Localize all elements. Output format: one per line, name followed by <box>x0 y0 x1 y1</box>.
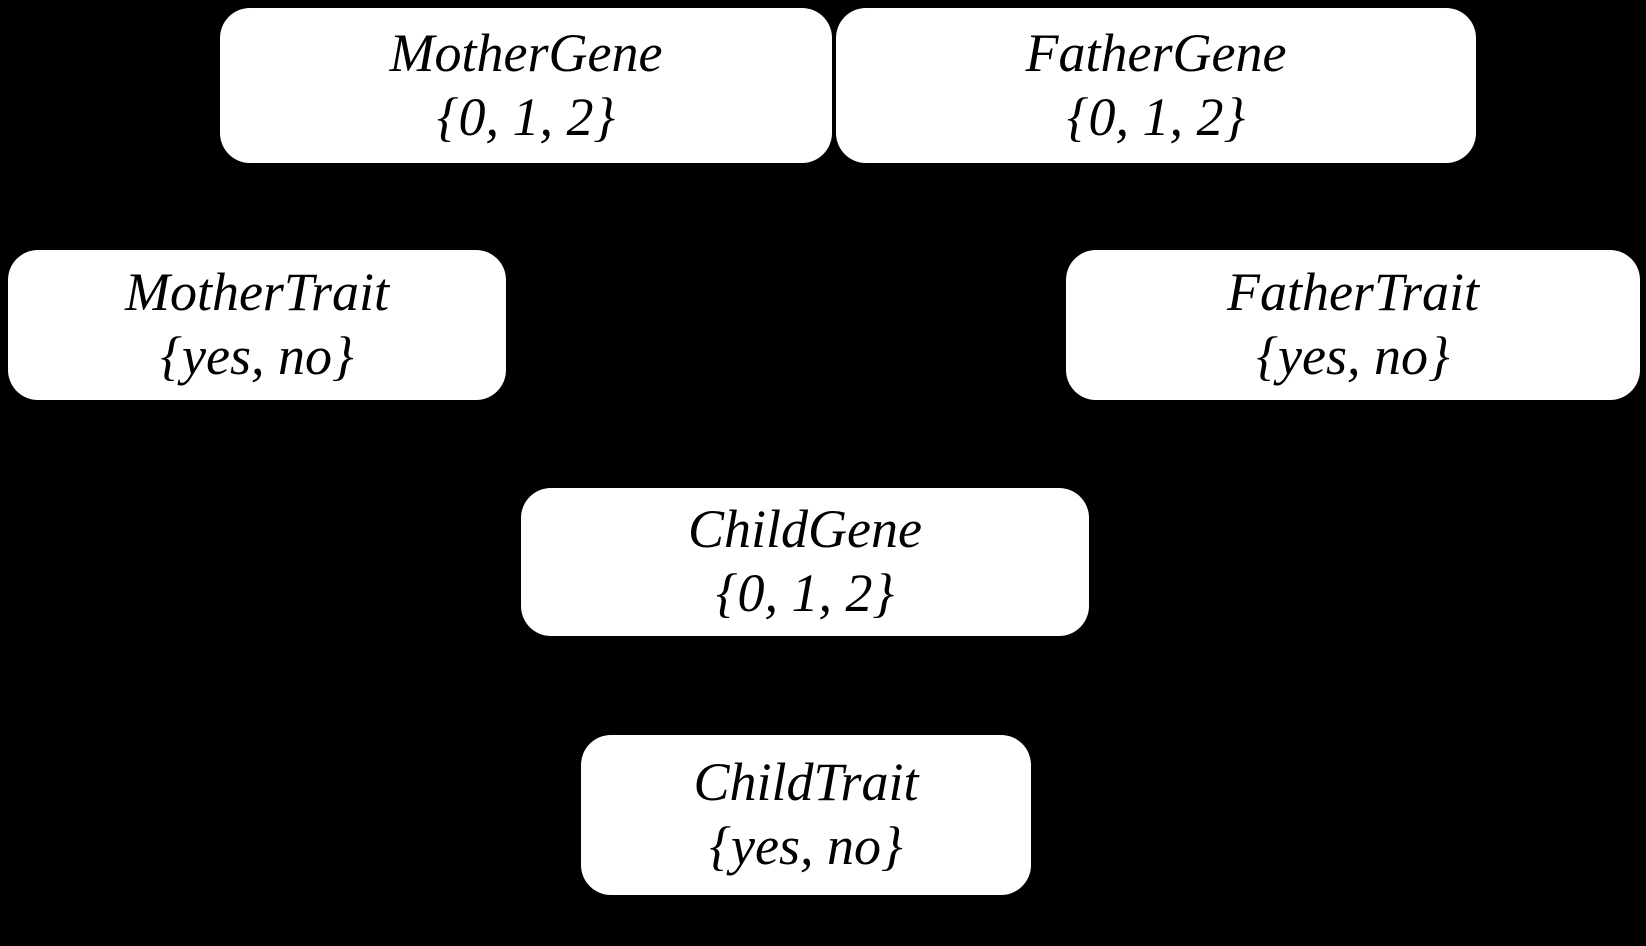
node-father-gene-title: FatherGene <box>1025 22 1287 83</box>
node-child-gene-domain: {0, 1, 2} <box>715 563 895 623</box>
node-child-trait-domain: {yes, no} <box>709 816 903 876</box>
node-child-trait[interactable]: ChildTrait {yes, no} <box>581 735 1031 895</box>
node-father-trait[interactable]: FatherTrait {yes, no} <box>1066 250 1640 400</box>
node-mother-gene-domain: {0, 1, 2} <box>436 86 616 147</box>
node-child-gene[interactable]: ChildGene {0, 1, 2} <box>521 488 1089 636</box>
node-father-trait-domain: {yes, no} <box>1256 326 1450 386</box>
node-mother-trait-domain: {yes, no} <box>160 326 354 386</box>
node-mother-trait[interactable]: MotherTrait {yes, no} <box>8 250 506 400</box>
node-child-gene-title: ChildGene <box>688 499 922 560</box>
node-mother-gene[interactable]: MotherGene {0, 1, 2} <box>220 8 832 163</box>
node-mother-trait-title: MotherTrait <box>124 262 390 323</box>
node-mother-gene-title: MotherGene <box>389 22 663 83</box>
node-father-trait-title: FatherTrait <box>1226 262 1480 323</box>
node-father-gene[interactable]: FatherGene {0, 1, 2} <box>836 8 1476 163</box>
node-child-trait-title: ChildTrait <box>693 752 919 813</box>
node-father-gene-domain: {0, 1, 2} <box>1066 86 1246 147</box>
